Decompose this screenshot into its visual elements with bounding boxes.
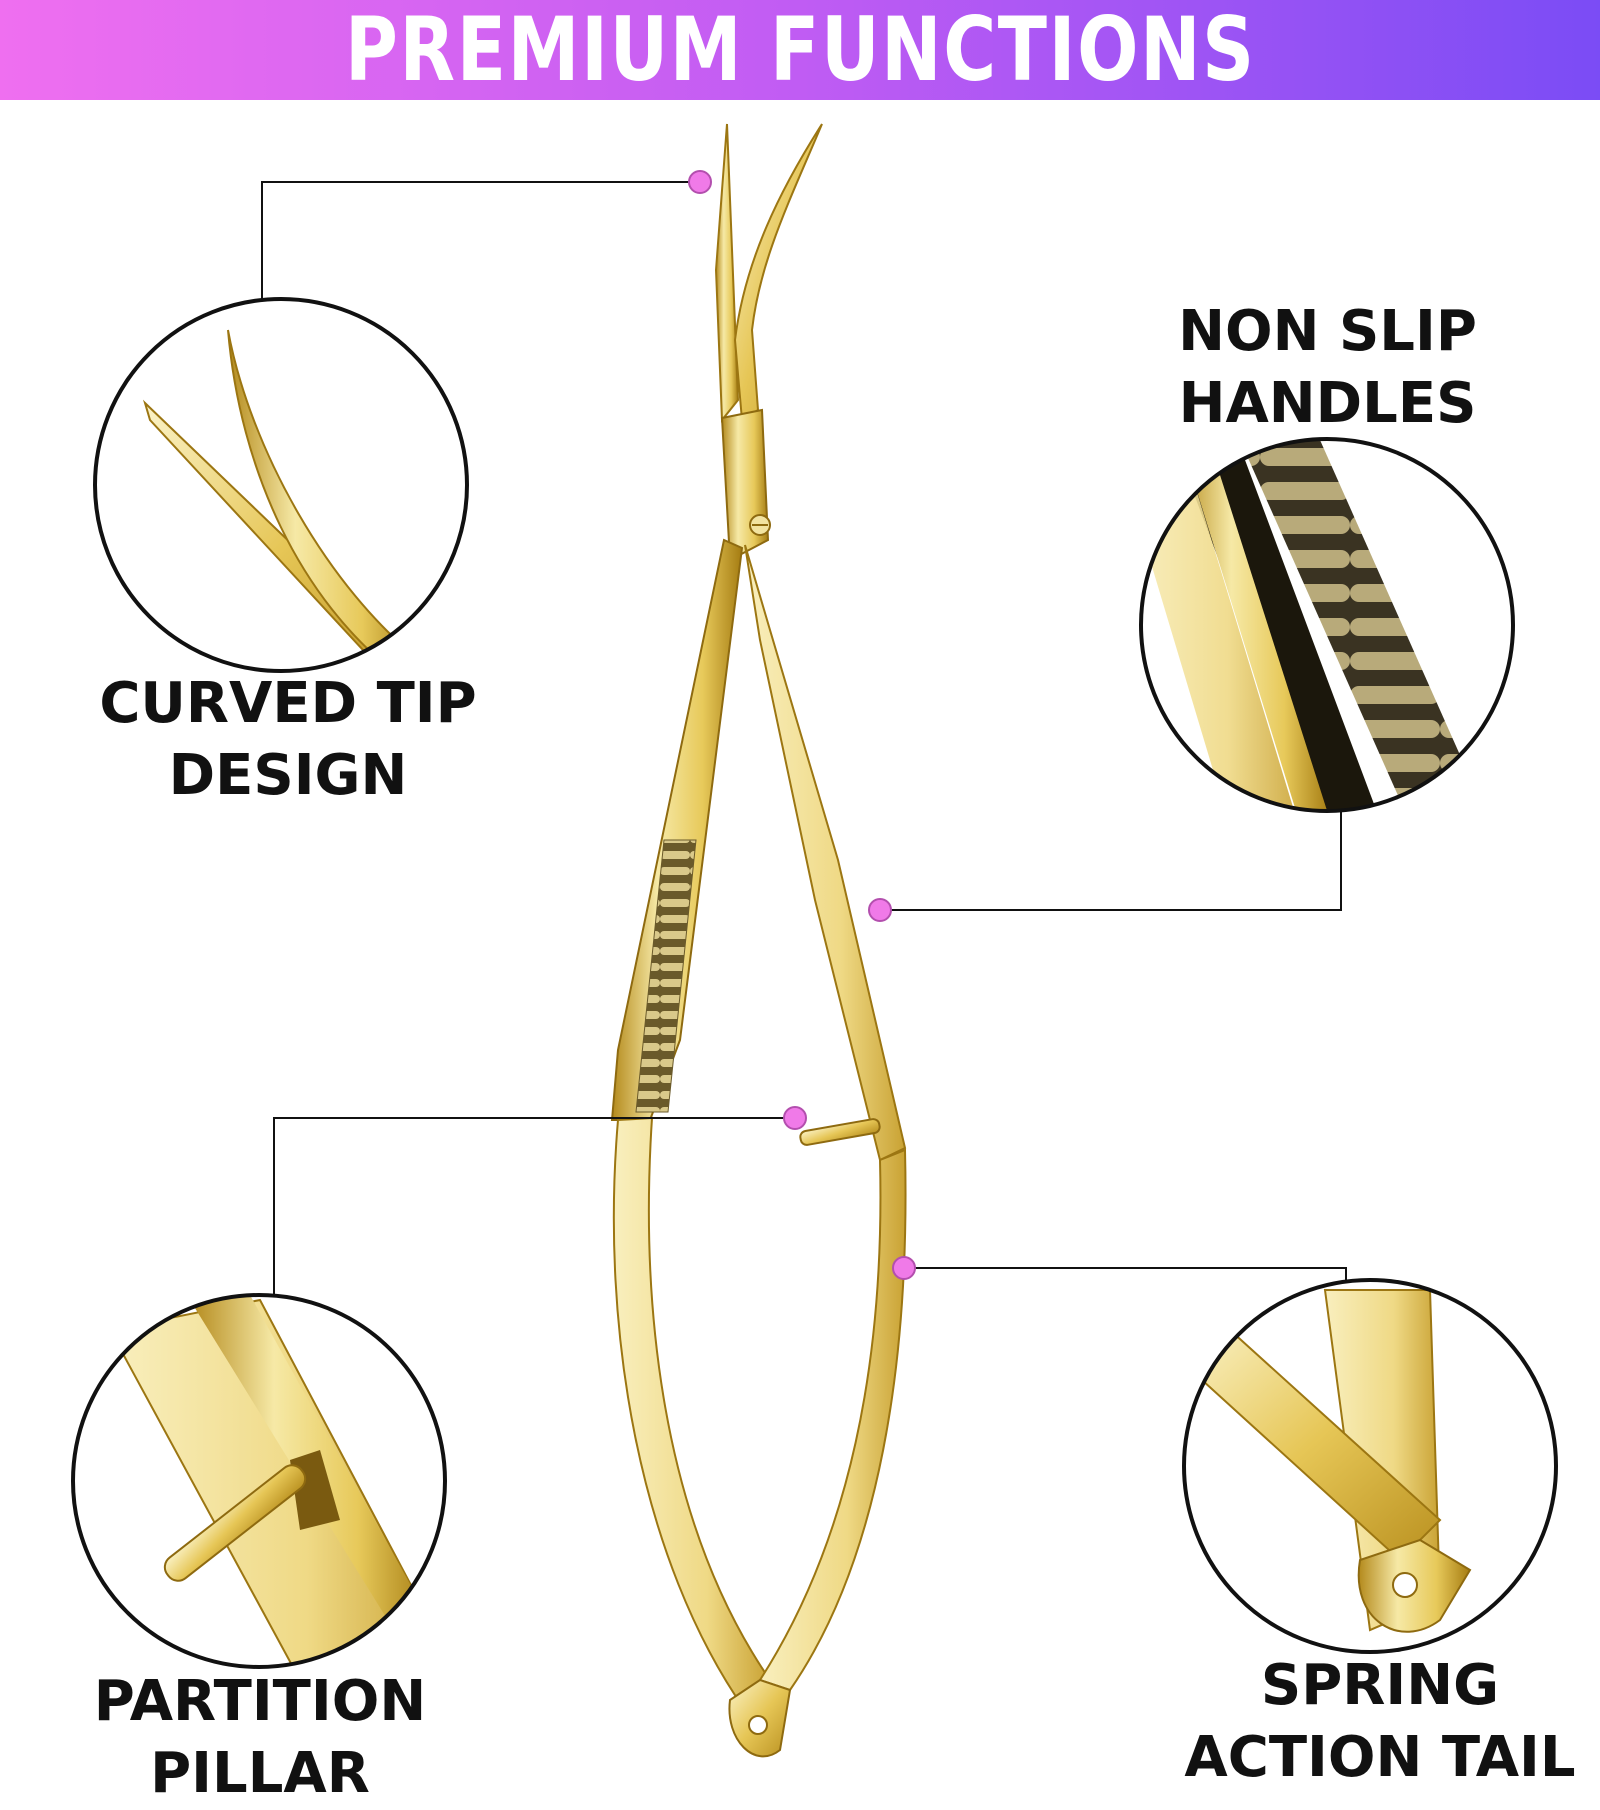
zoom-circle-non-slip xyxy=(1139,437,1515,813)
zoom-circle-pillar xyxy=(71,1293,447,1669)
scissors-image xyxy=(610,123,907,1758)
callout-dot-non-slip xyxy=(868,898,892,922)
feature-label-line: SPRING xyxy=(1260,1653,1500,1718)
callout-dots xyxy=(688,170,916,1280)
zoom-circle-spring xyxy=(1182,1278,1558,1654)
feature-label-pillar: PARTITION PILLAR xyxy=(80,1666,440,1810)
zoom-circle-curved-tip xyxy=(93,297,469,673)
callout-dot-spring xyxy=(892,1256,916,1280)
feature-label-line: CURVED TIP xyxy=(99,671,477,736)
feature-label-line: PARTITION xyxy=(93,1669,427,1734)
feature-label-line: DESIGN xyxy=(168,743,408,808)
feature-label-curved-tip: CURVED TIP DESIGN xyxy=(88,668,488,812)
header-banner: PREMIUM FUNCTIONS xyxy=(0,0,1600,100)
feature-label-spring: SPRING ACTION TAIL xyxy=(1180,1650,1580,1794)
callout-dot-pillar xyxy=(783,1106,807,1130)
feature-label-line: PILLAR xyxy=(150,1741,370,1806)
feature-label-line: HANDLES xyxy=(1178,371,1477,436)
feature-label-non-slip: NON SLIP HANDLES xyxy=(1140,296,1515,440)
page-title: PREMIUM FUNCTIONS xyxy=(344,0,1256,101)
callout-lines xyxy=(261,181,1347,1295)
feature-label-line: NON SLIP xyxy=(1178,299,1477,364)
feature-label-line: ACTION TAIL xyxy=(1184,1725,1576,1790)
callout-dot-curved-tip xyxy=(688,170,712,194)
